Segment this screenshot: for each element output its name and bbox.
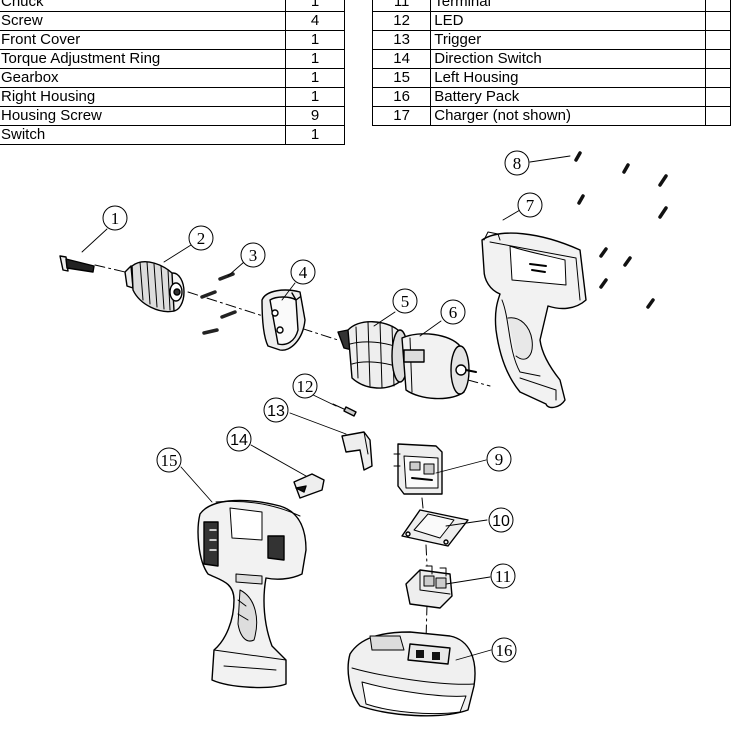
part-number: 16 xyxy=(371,87,432,107)
part-qty: 1 xyxy=(285,30,345,50)
part-6-motor xyxy=(401,333,477,400)
part-name: Left Housing xyxy=(430,68,706,88)
part-15-left-housing xyxy=(197,499,307,689)
callout-4: 4 xyxy=(290,259,316,285)
callout-13: 13 xyxy=(263,397,289,423)
callout-16-label: 16 xyxy=(496,641,513,660)
callout-6-label: 6 xyxy=(449,303,458,322)
callout-16: 16 xyxy=(491,637,517,663)
part-5-gearbox xyxy=(337,321,409,389)
part-9-switch xyxy=(393,443,443,495)
callout-10: 10 xyxy=(488,507,514,533)
callout-11-label: 11 xyxy=(495,567,511,586)
callout-2-label: 2 xyxy=(197,229,206,248)
part-11-terminal xyxy=(405,565,453,609)
callout-8: 8 xyxy=(504,150,530,176)
part-qty: 1 xyxy=(285,125,345,145)
part-10-plate xyxy=(401,509,469,547)
callout-15: 15 xyxy=(156,447,182,473)
part-2-chuck xyxy=(124,261,185,313)
callout-7: 7 xyxy=(517,192,543,218)
part-name: Battery Pack xyxy=(430,87,706,107)
callout-9-label: 9 xyxy=(495,450,504,469)
part-13-trigger xyxy=(341,431,373,471)
callout-2: 2 xyxy=(188,225,214,251)
callout-9: 9 xyxy=(486,446,512,472)
callout-6: 6 xyxy=(440,299,466,325)
callout-14: 14 xyxy=(226,426,252,452)
assembly-axis-main xyxy=(94,264,491,387)
part-4-front-cover xyxy=(261,289,306,351)
part-3-screws xyxy=(200,272,237,335)
part-7-right-housing xyxy=(481,231,587,409)
part-number: 17 xyxy=(371,106,432,126)
part-16-battery-pack xyxy=(347,631,476,717)
callout-11: 11 xyxy=(490,563,516,589)
callout-12: 12 xyxy=(292,373,318,399)
part-name: Charger (not shown) xyxy=(430,106,706,126)
callout-13-label: 13 xyxy=(267,403,285,420)
callout-7-label: 7 xyxy=(526,196,535,215)
callout-15-label: 15 xyxy=(161,451,178,470)
callout-5: 5 xyxy=(392,288,418,314)
callout-4-label: 4 xyxy=(299,263,308,282)
callout-1-label: 1 xyxy=(111,209,120,228)
callout-8-label: 8 xyxy=(513,154,522,173)
part-name: Switch xyxy=(0,125,286,145)
callouts: 1 2 3 4 5 6 7 8 9 10 11 12 13 14 15 16 xyxy=(102,150,543,663)
callout-5-label: 5 xyxy=(401,292,410,311)
part-name: Right Housing xyxy=(0,87,286,107)
part-14-direction-switch xyxy=(293,473,325,499)
callout-3: 3 xyxy=(240,242,266,268)
part-8-housing-screws xyxy=(574,151,668,309)
part-1-screw xyxy=(59,255,95,273)
callout-3-label: 3 xyxy=(249,246,258,265)
part-qty xyxy=(704,106,731,126)
callout-1: 1 xyxy=(102,205,128,231)
callout-12-label: 12 xyxy=(297,377,314,396)
part-12-led xyxy=(332,403,357,417)
callout-14-label: 14 xyxy=(230,432,248,449)
callout-10-label: 10 xyxy=(492,513,510,530)
